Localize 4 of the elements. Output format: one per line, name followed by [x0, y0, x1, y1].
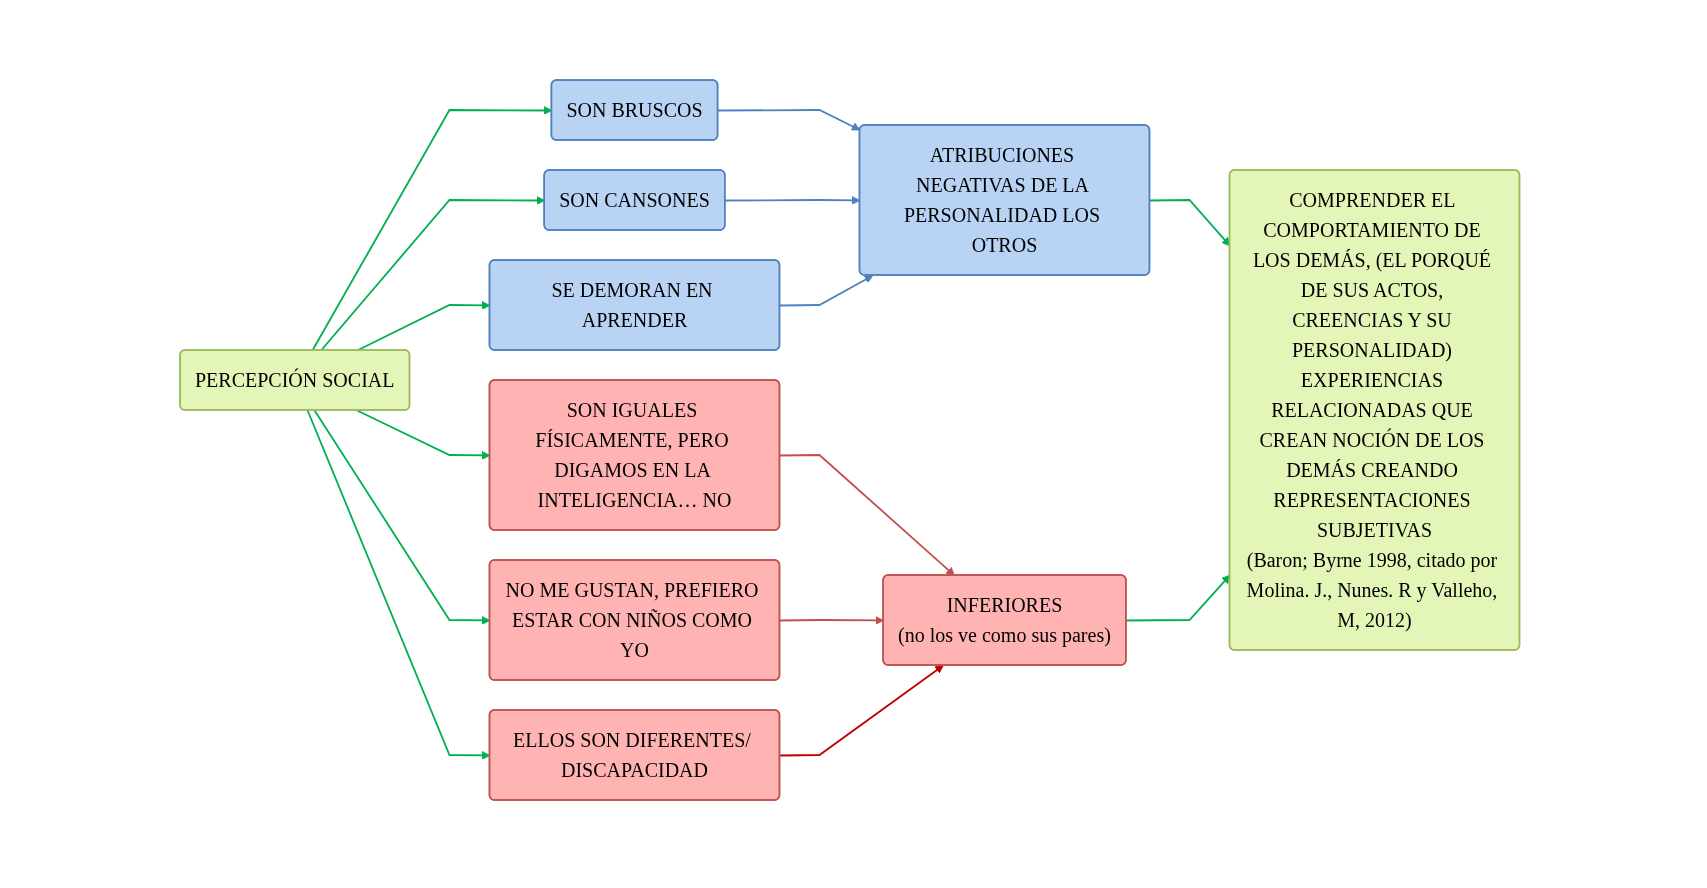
arrow [779, 454, 956, 576]
arrow [717, 109, 861, 131]
arrow [779, 275, 874, 307]
arrow [779, 665, 944, 757]
